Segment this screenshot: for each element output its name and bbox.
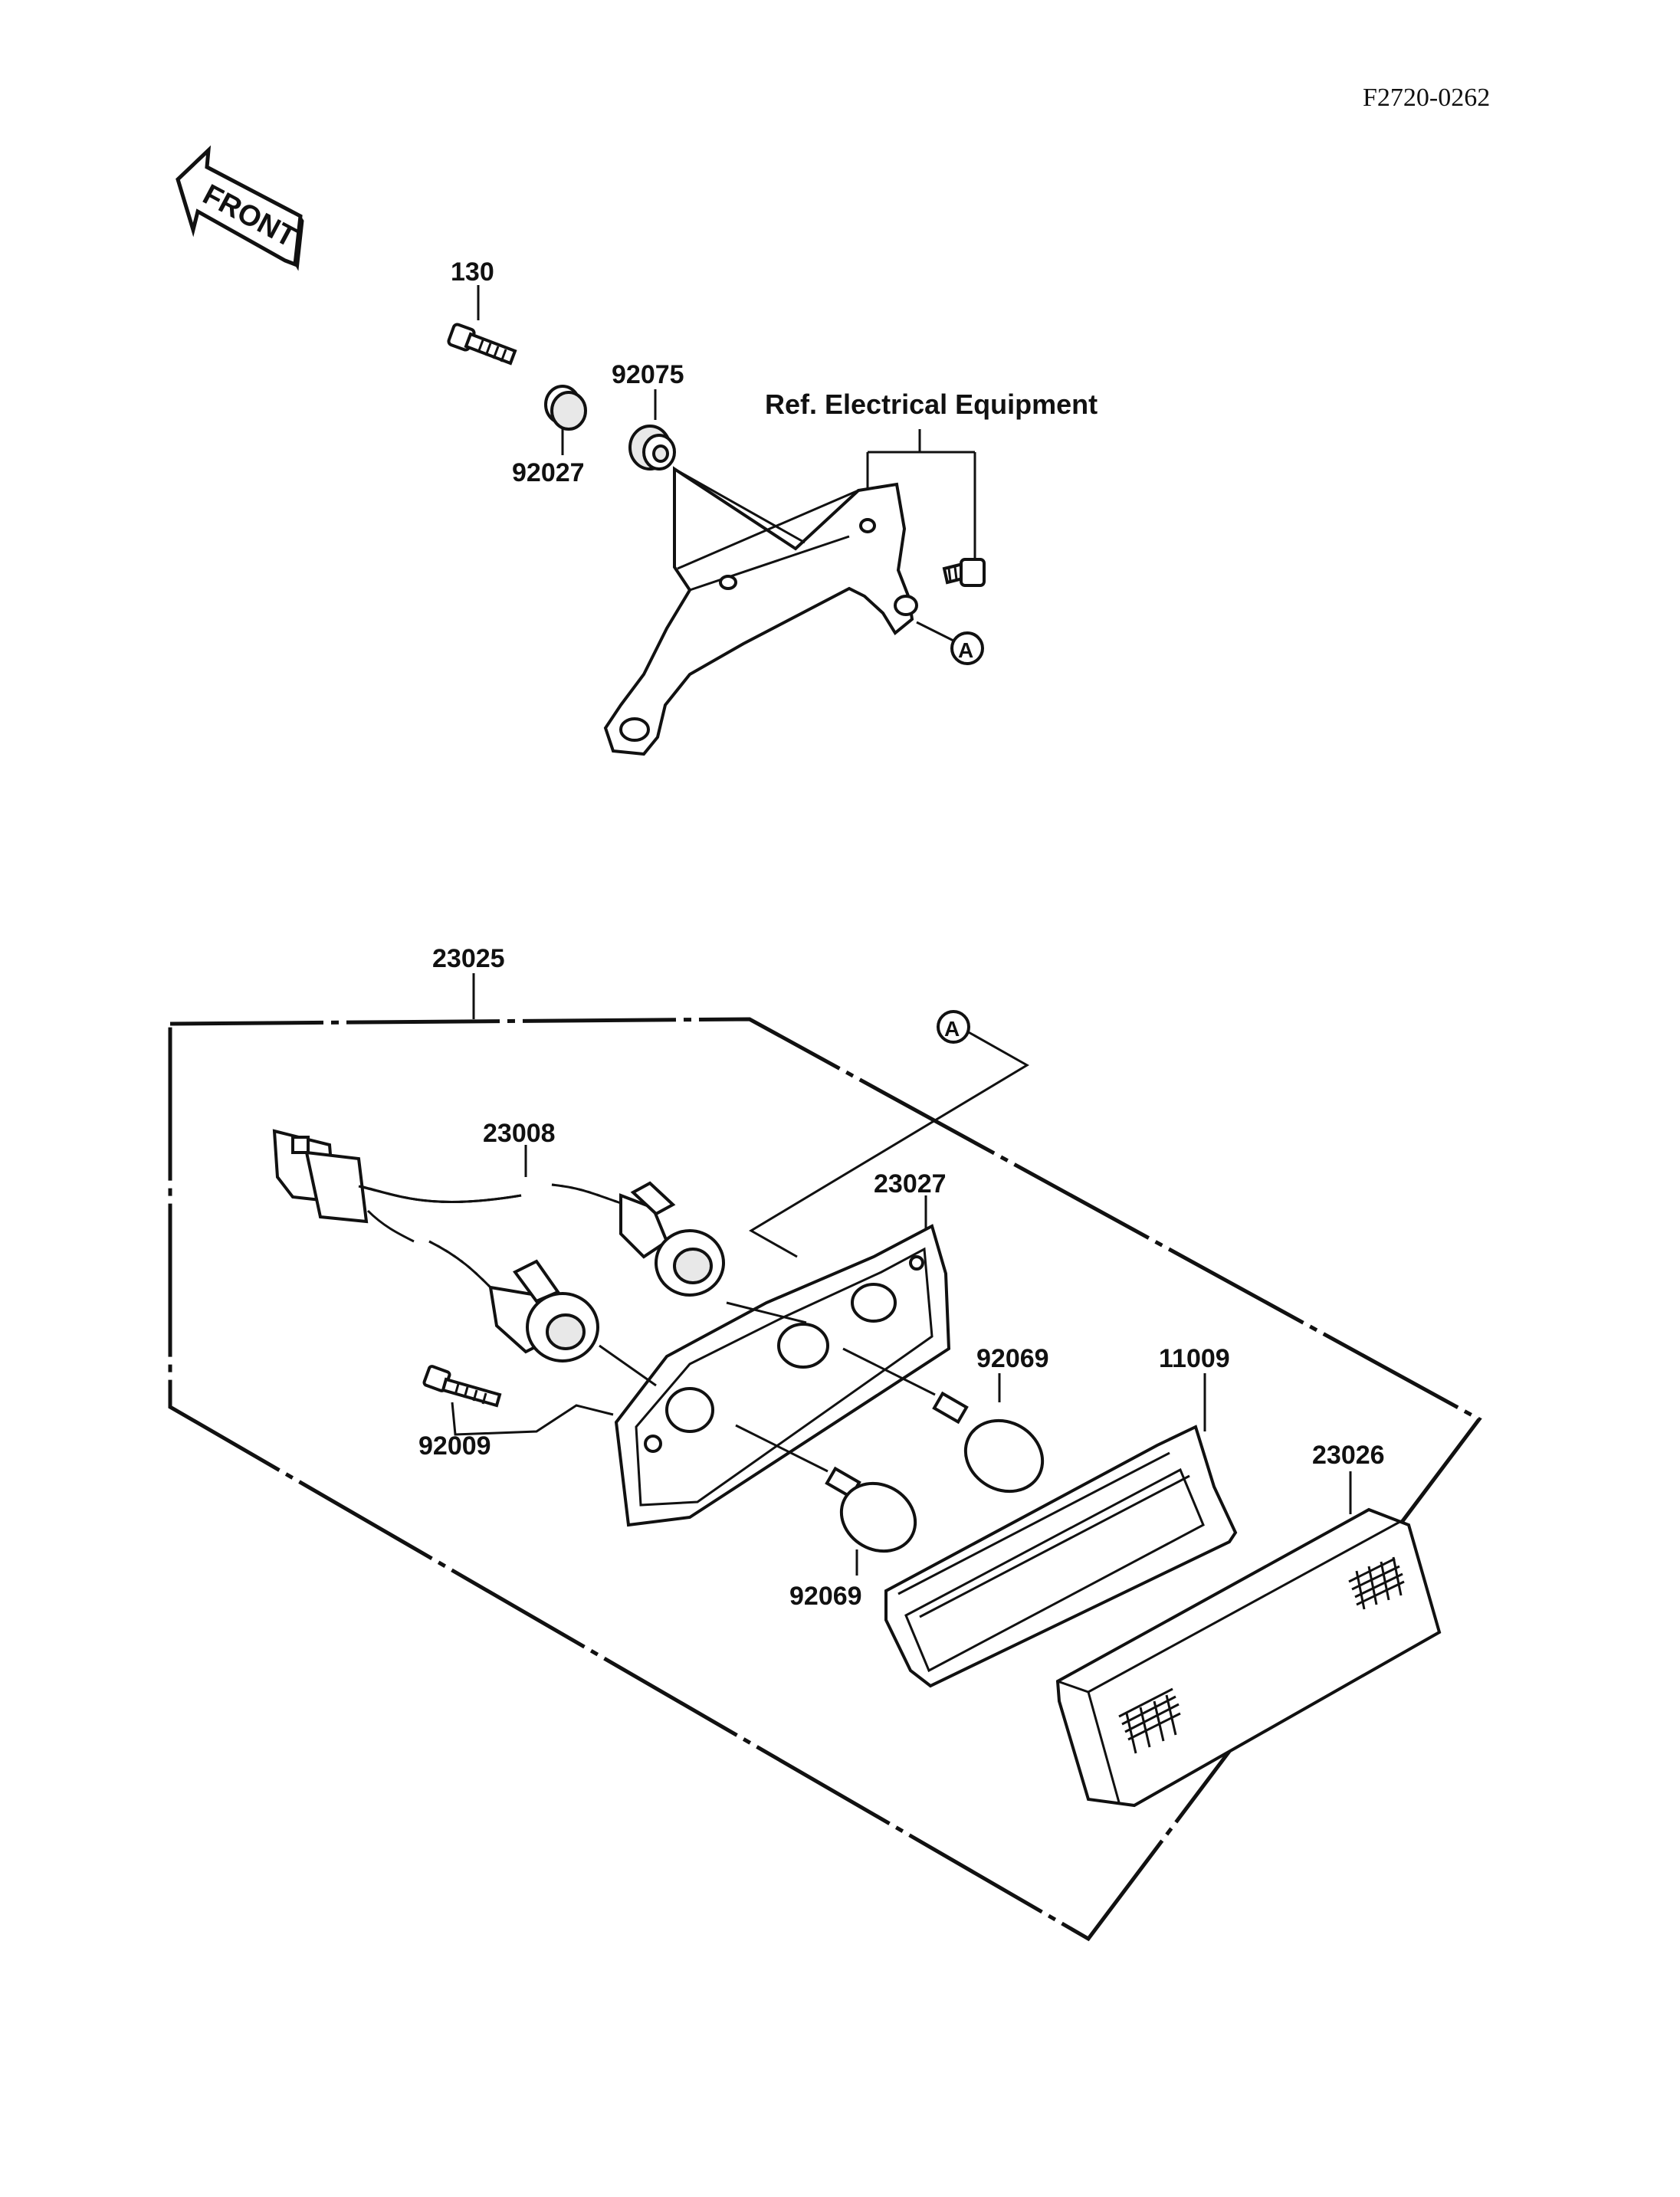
- screw-92009: [422, 1365, 614, 1436]
- marker-a-lower: A: [749, 1010, 1029, 1258]
- lamp-housing-23027: [599, 1195, 951, 1527]
- bracket-bolt: [942, 558, 986, 587]
- gasket-11009: [884, 1373, 1238, 1688]
- part-number-92027: 92027: [512, 458, 585, 487]
- part-number-130: 130: [451, 257, 494, 287]
- ref-electrical-equipment-label: Ref. Electrical Equipment: [765, 389, 1098, 420]
- part-number-23026: 23026: [1312, 1441, 1385, 1470]
- grommet-92075: [628, 389, 676, 471]
- part-number-92075: 92075: [612, 360, 684, 389]
- assembly-23025-outline: [168, 973, 1482, 1942]
- mounting-bracket: [603, 466, 918, 756]
- front-arrow-icon: FRONT: [176, 145, 304, 271]
- part-number-92069-lower: 92069: [789, 1582, 862, 1611]
- svg-text:A: A: [958, 638, 973, 662]
- bolt-130: [447, 285, 517, 366]
- reference-code: F2720-0262: [1363, 84, 1490, 112]
- bulb-92069-b: [735, 1424, 917, 1576]
- part-number-92009: 92009: [418, 1431, 491, 1461]
- part-number-23008: 23008: [483, 1119, 556, 1148]
- part-number-23025: 23025: [432, 944, 505, 973]
- bulb-92069-a: [842, 1347, 1045, 1494]
- svg-text:A: A: [944, 1017, 960, 1041]
- part-number-23027: 23027: [874, 1169, 947, 1199]
- part-number-92069-upper: 92069: [976, 1344, 1049, 1373]
- collar-92027: [544, 385, 587, 455]
- wiring-harness-23008: [272, 1129, 725, 1362]
- lens-23026: [1055, 1471, 1442, 1808]
- marker-a-upper: A: [916, 621, 984, 665]
- part-number-11009: 11009: [1159, 1344, 1230, 1373]
